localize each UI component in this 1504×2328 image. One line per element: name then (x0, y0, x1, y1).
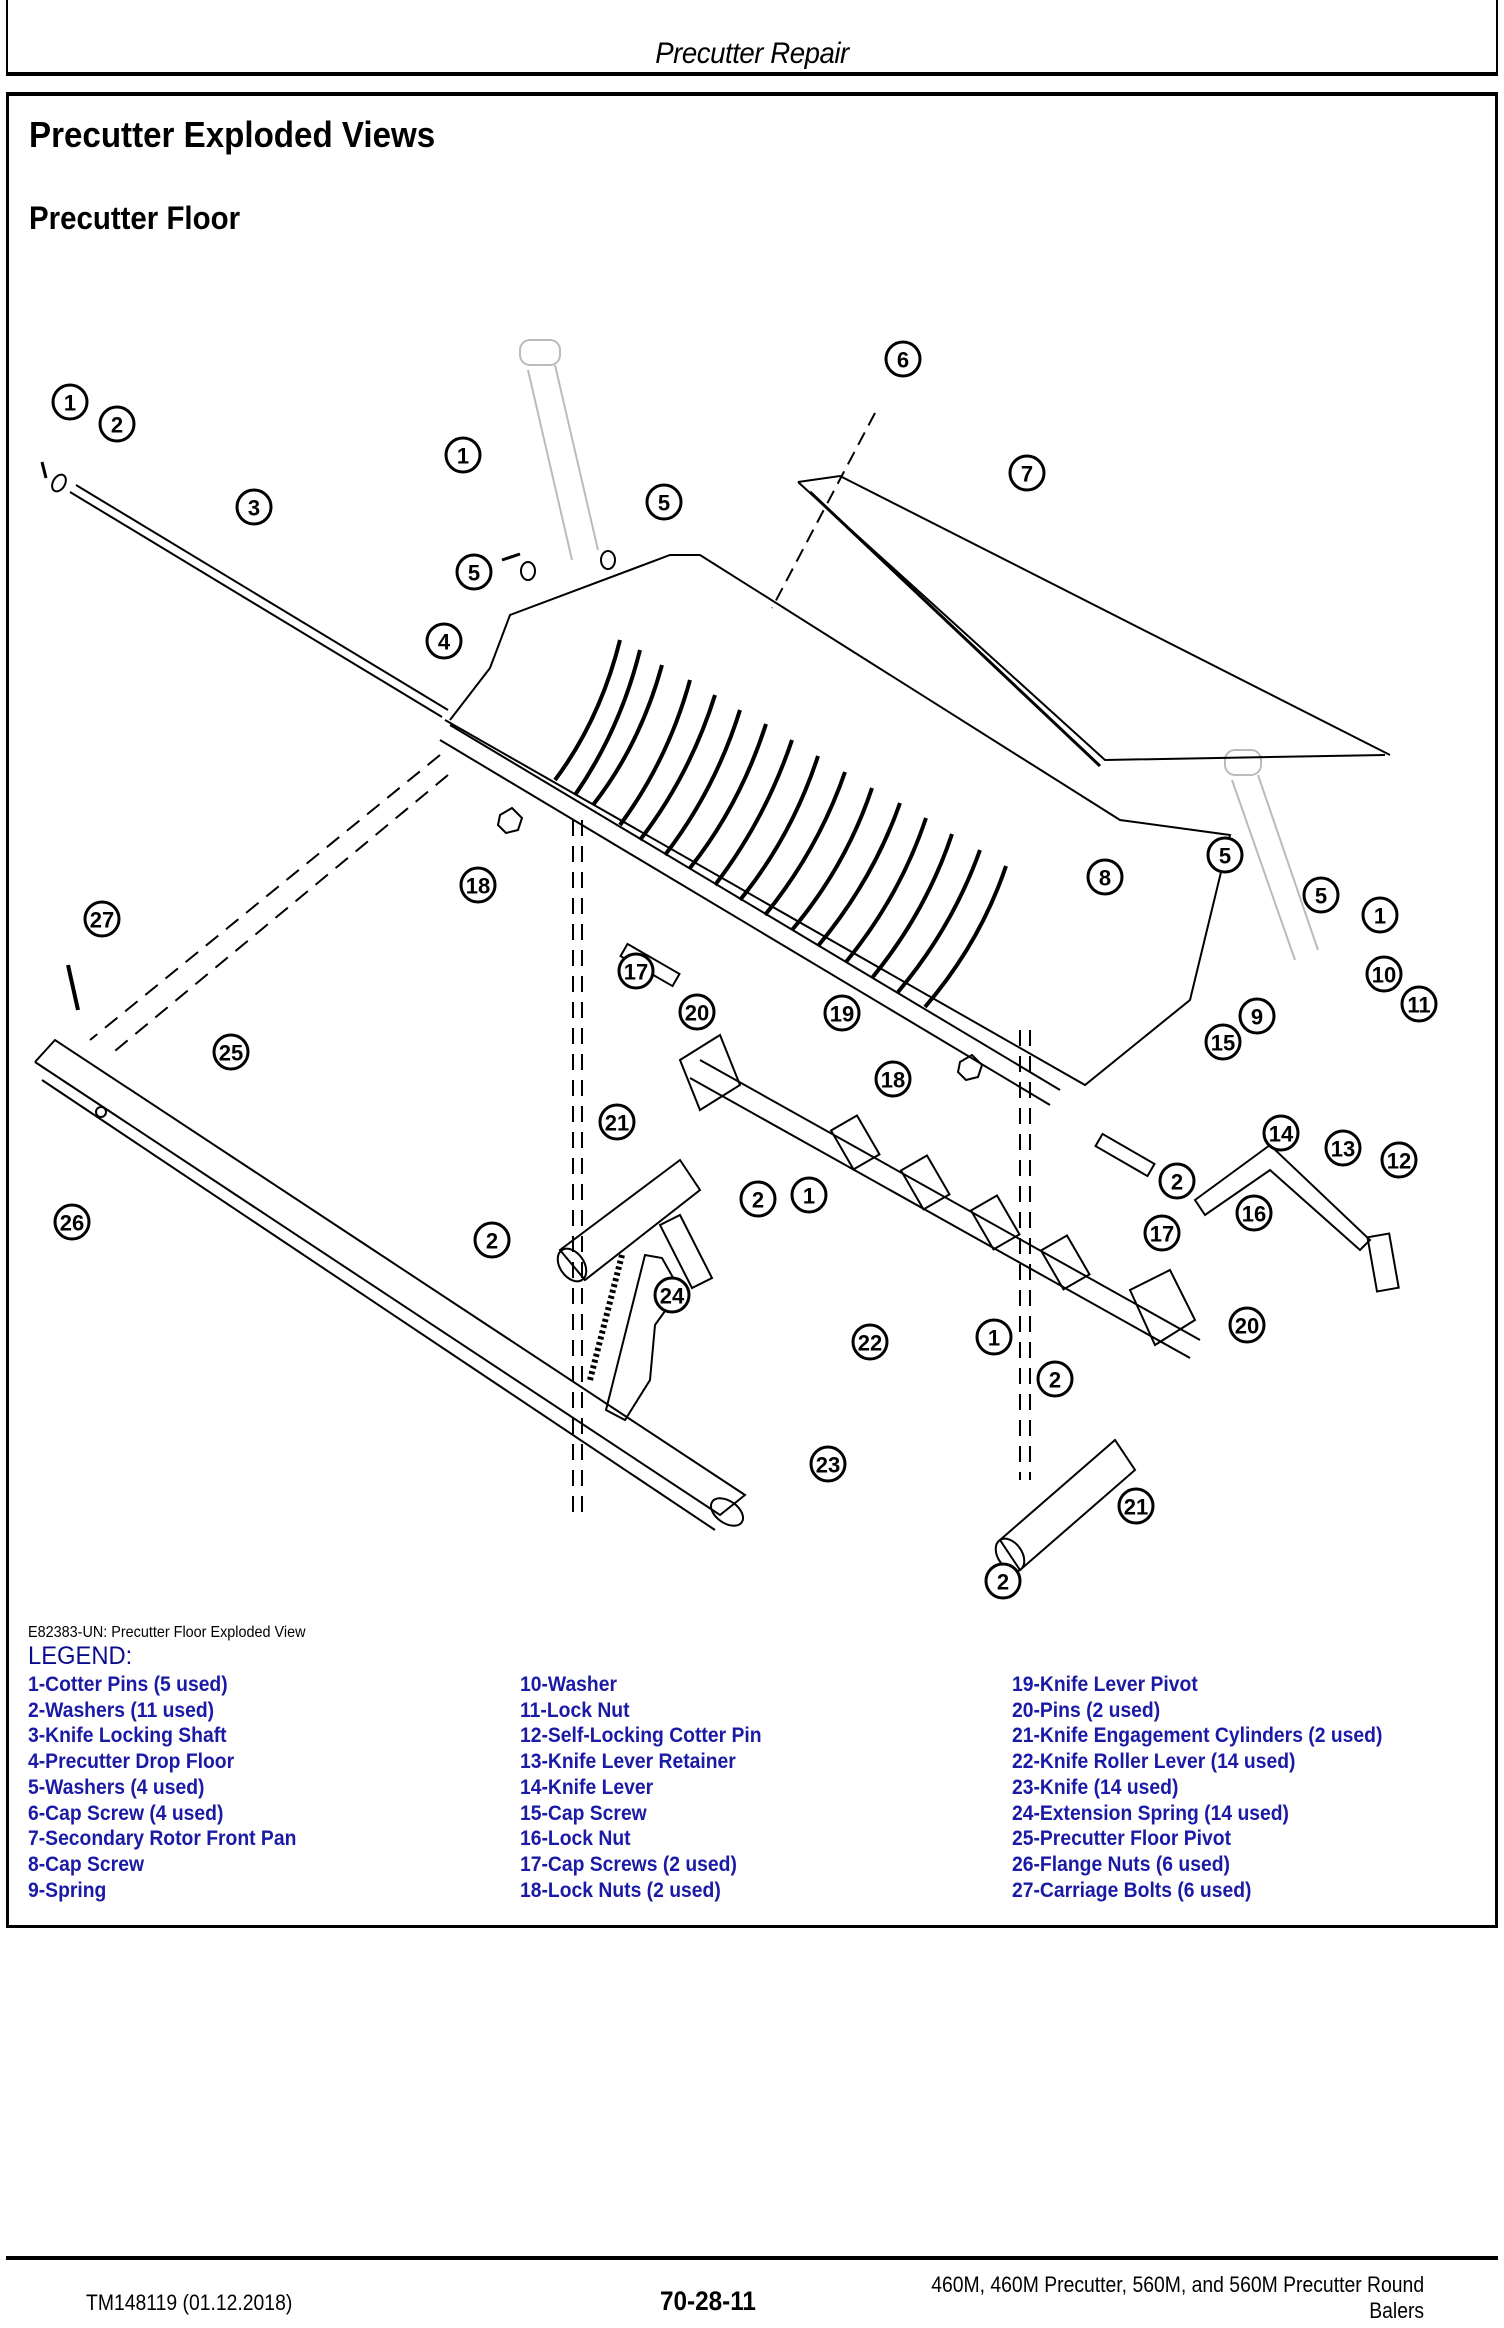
footer-divider (6, 2256, 1498, 2260)
legend-item: 22-Knife Roller Lever (14 used) (1012, 1750, 1296, 1774)
legend-item: 19-Knife Lever Pivot (1012, 1673, 1198, 1696)
legend-item: 4-Precutter Drop Floor (28, 1750, 235, 1774)
legend-item: 8-Cap Screw (28, 1852, 144, 1876)
book-title: 460M, 460M Precutter, 560M, and 560M Pre… (931, 2272, 1424, 2324)
legend-item: 23-Knife (14 used) (1012, 1775, 1179, 1799)
legend-item: 13-Knife Lever Retainer (520, 1750, 736, 1774)
legend-item: 26-Flange Nuts (6 used) (1012, 1852, 1230, 1876)
legend-item: 5-Washers (4 used) (28, 1775, 205, 1799)
legend-item: 15-Cap Screw (520, 1801, 647, 1825)
legend-item: 17-Cap Screws (2 used) (520, 1852, 737, 1876)
legend-column-3: 19-Knife Lever Pivot 20-Pins (2 used) 21… (1012, 1672, 1415, 1903)
legend-item: 18-Lock Nuts (2 used) (520, 1878, 721, 1902)
legend-item: 6-Cap Screw (4 used) (28, 1801, 224, 1825)
legend-item: 21-Knife Engagement Cylinders (2 used) (1012, 1724, 1383, 1748)
legend-item: 12-Self-Locking Cotter Pin (520, 1724, 762, 1748)
legend-item: 2-Washers (11 used) (28, 1698, 215, 1722)
document-id: TM148119 (01.12.2018) (86, 2290, 293, 2315)
legend-item: 16-Lock Nut (520, 1827, 631, 1851)
legend-item: 14-Knife Lever (520, 1775, 654, 1799)
legend-column-2: 10-Washer 11-Lock Nut 12-Self-Locking Co… (520, 1672, 783, 1903)
legend-item: 24-Extension Spring (14 used) (1012, 1801, 1289, 1825)
page-number: 70-28-11 (660, 2286, 756, 2316)
legend-item: 20-Pins (2 used) (1012, 1698, 1161, 1722)
legend-item: 1-Cotter Pins (5 used) (28, 1673, 228, 1696)
book-title-line-1: 460M, 460M Precutter, 560M, and 560M Pre… (931, 2272, 1424, 2297)
legend-item: 9-Spring (28, 1878, 107, 1902)
legend-item: 11-Lock Nut (520, 1698, 630, 1722)
legend-item: 25-Precutter Floor Pivot (1012, 1827, 1232, 1851)
legend-item: 10-Washer (520, 1673, 618, 1696)
section-title: Precutter Exploded Views (29, 114, 436, 155)
figure-caption: E82383-UN: Precutter Floor Exploded View (28, 1624, 306, 1641)
legend-item: 27-Carriage Bolts (6 used) (1012, 1878, 1252, 1902)
legend-title: LEGEND: (28, 1642, 133, 1670)
legend-item: 3-Knife Locking Shaft (28, 1724, 227, 1748)
page-header: Precutter Repair (6, 0, 1498, 76)
header-title: Precutter Repair (655, 37, 849, 70)
section-subtitle: Precutter Floor (29, 200, 241, 236)
book-title-line-2: Balers (1369, 2298, 1424, 2323)
legend-column-1: 1-Cotter Pins (5 used) 2-Washers (11 use… (28, 1672, 320, 1903)
content-frame: Precutter Exploded Views Precutter Floor (6, 92, 1498, 1928)
legend-item: 7-Secondary Rotor Front Pan (28, 1827, 297, 1851)
